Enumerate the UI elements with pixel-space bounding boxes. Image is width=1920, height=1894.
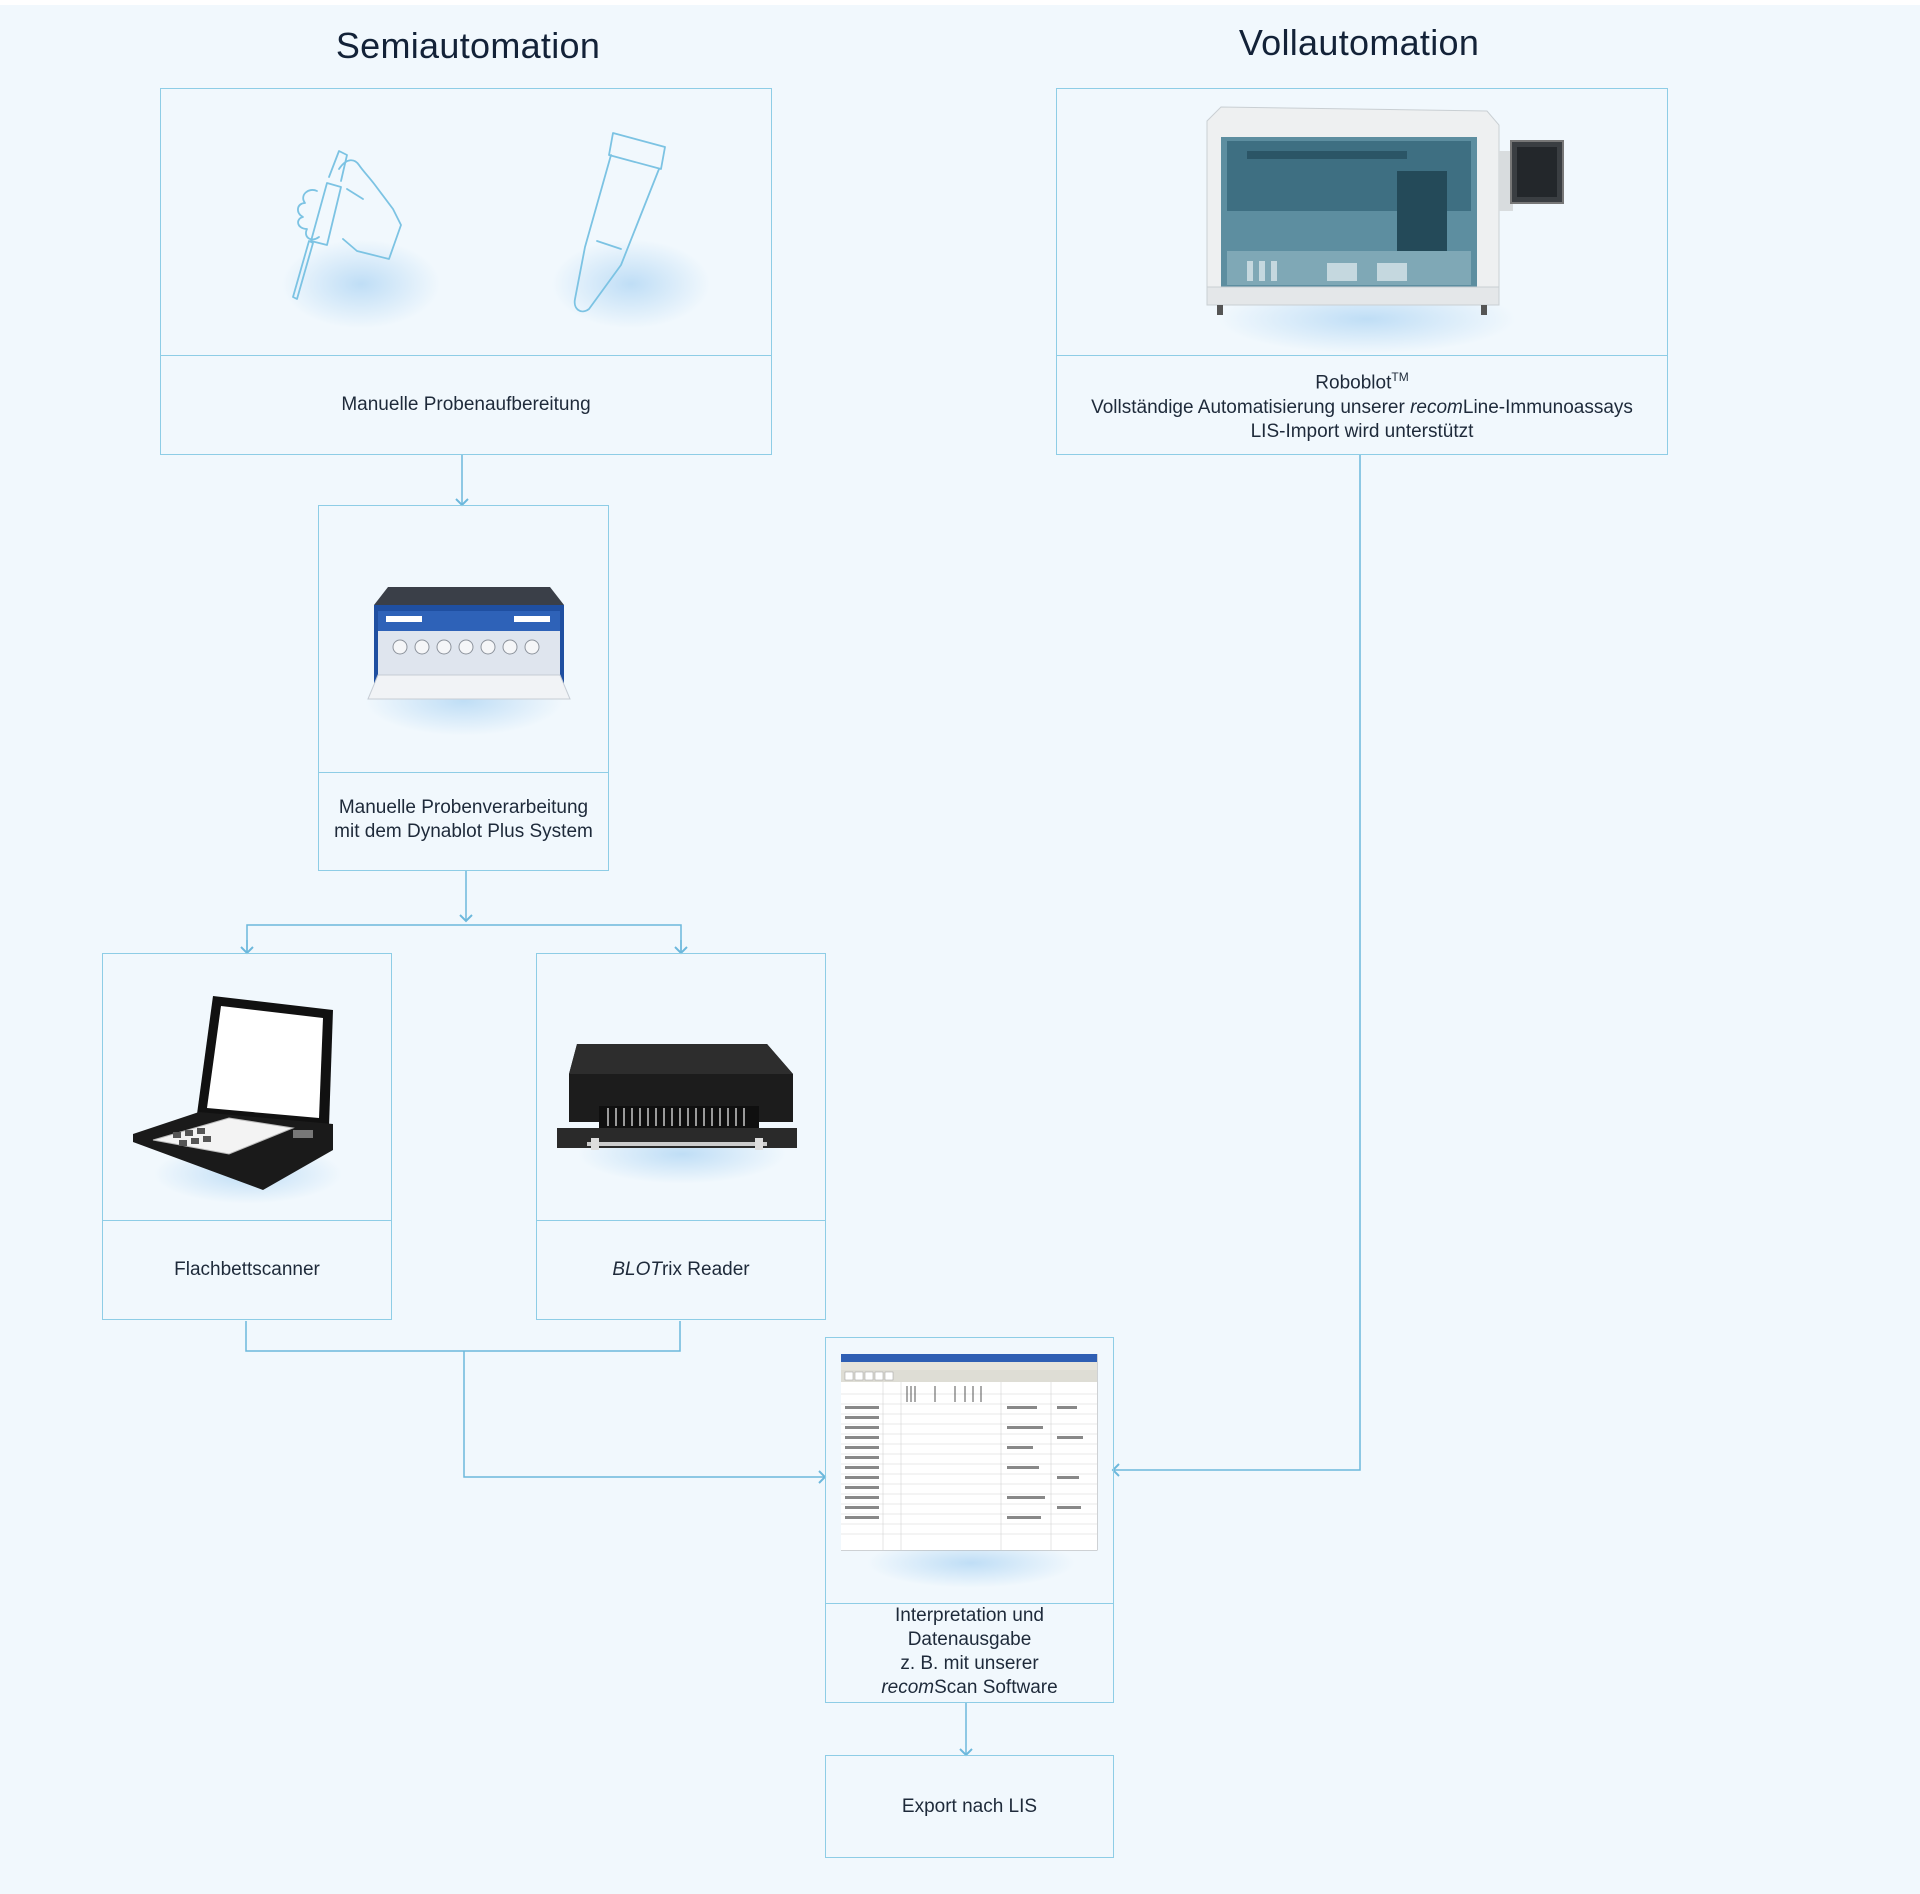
roboblot-instrument-image (1206, 106, 1564, 315)
recomscan-software-screenshot (841, 1354, 1098, 1551)
caption-interpretation: Interpretation und Datenausgabe z. B. mi… (826, 1601, 1113, 1702)
roboblot-name: Roboblot (1315, 372, 1392, 394)
box-dynablot: Manuelle Probenverarbeitung mit dem Dyna… (318, 505, 609, 871)
roboblot-desc-em: recom (1410, 396, 1463, 418)
box-flatbed-scanner: Flachbettscanner (102, 953, 392, 1320)
interpretation-line4-em: recom (881, 1676, 935, 1698)
box-blotrix-reader: BLOTrix Reader (536, 953, 826, 1320)
box-image-area (1057, 89, 1667, 356)
merge-line (245, 1321, 681, 1352)
roboblot-desc-pre: Vollständige Automatisierung unserer (1091, 396, 1411, 418)
box-image-area (537, 954, 825, 1221)
dynablot-caption-line2: mit dem Dynablot Plus System (334, 821, 593, 842)
interpretation-line3: z. B. mit unserer (900, 1652, 1039, 1674)
caption-flatbed-scanner: Flachbettscanner (174, 1258, 320, 1280)
box-image-area (103, 954, 391, 1221)
caption-blotrix-reader: BLOTrix Reader (537, 1220, 825, 1319)
interpretation-line4-post: Scan Software (934, 1676, 1058, 1698)
flatbed-scanner-image (133, 996, 333, 1190)
arrow-scanners-to-interpretation (463, 1351, 827, 1484)
caption-roboblot: RoboblotTM Vollständige Automatisierung … (1057, 355, 1667, 454)
box-manual-sample-prep: Manuelle Probenaufbereitung (160, 88, 772, 455)
arrow-roboblot-to-interpretation (1111, 455, 1361, 1477)
trademark-sign: TM (1391, 370, 1409, 385)
caption-dynablot: Manuelle Probenverarbeitung mit dem Dyna… (319, 770, 608, 870)
blotrix-caption-em: BLOT (612, 1258, 662, 1280)
heading-vollautomation: Vollautomation (1238, 22, 1480, 63)
pipette-hand-icon (292, 150, 402, 300)
box-roboblot: RoboblotTM Vollständige Automatisierung … (1056, 88, 1668, 455)
roboblot-desc-post: Line-Immunoassays (1462, 396, 1633, 418)
blotrix-reader-image (557, 1044, 797, 1150)
caption-manual-sample-prep: Manuelle Probenaufbereitung (341, 393, 591, 415)
roboblot-lis-import: LIS-Import wird unterstützt (1250, 420, 1474, 442)
box-interpretation: Interpretation und Datenausgabe z. B. mi… (825, 1337, 1114, 1703)
test-tube-icon (573, 132, 666, 313)
heading-semiautomation: Semiautomation (335, 25, 601, 66)
box-image-area (161, 89, 771, 356)
split-line (246, 924, 682, 953)
box-image-area (826, 1338, 1113, 1604)
caption-export-lis: Export nach LIS (901, 1795, 1038, 1817)
box-image-area (319, 506, 608, 773)
interpretation-line1: Interpretation und (895, 1604, 1044, 1626)
box-export-lis: Export nach LIS (825, 1755, 1114, 1858)
dynablot-caption-line1: Manuelle Probenverarbeitung (338, 797, 589, 818)
interpretation-line2: Datenausgabe (907, 1628, 1032, 1650)
dynablot-instrument-image (367, 587, 571, 700)
blotrix-caption-post: rix Reader (661, 1258, 750, 1280)
